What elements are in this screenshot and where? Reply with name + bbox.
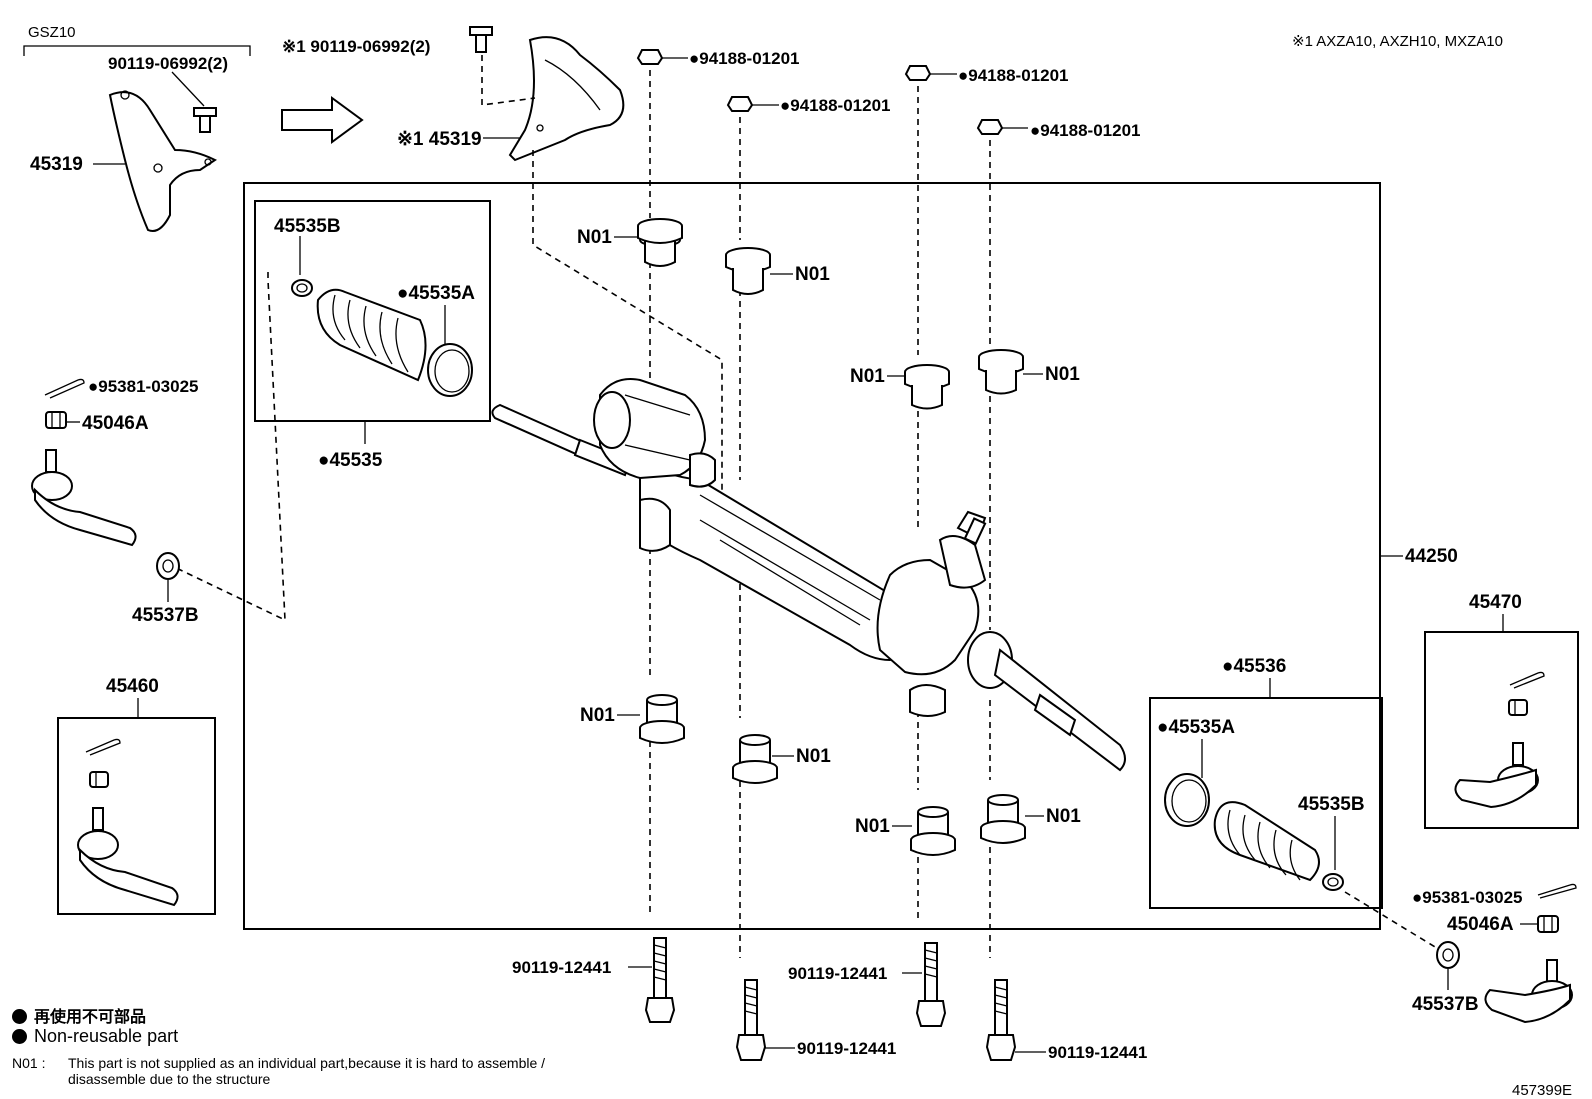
callout-nut-d: ●94188-01201 xyxy=(1030,121,1140,140)
castle-nut-icon[interactable] xyxy=(1508,699,1528,716)
callout-n01: N01 xyxy=(1045,364,1080,385)
callout-bolt-c: 90119-12441 xyxy=(788,964,887,983)
tie-rod-end-right-kit[interactable] xyxy=(1454,742,1539,809)
dust-cover-right[interactable] xyxy=(1436,941,1460,969)
callout-bolt-top-mid: ※1 90119-06992(2) xyxy=(282,37,430,56)
callout-boot-kit-right: ●45536 xyxy=(1222,656,1286,677)
tie-rod-kit-left-box xyxy=(57,717,216,915)
legend-jp: 再使用不可部品 xyxy=(12,1003,146,1027)
bushing-upper-c[interactable] xyxy=(904,364,950,410)
bushing-upper-b[interactable] xyxy=(725,247,771,295)
cotter-pin-icon[interactable] xyxy=(1509,671,1545,689)
mount-bolt-a[interactable] xyxy=(644,937,676,1023)
tie-rod-end-left-kit[interactable] xyxy=(77,807,179,907)
legend-note-key: N01 : xyxy=(12,1055,46,1071)
drawing-id: 457399E xyxy=(1512,1082,1572,1099)
arrow-right-icon xyxy=(281,96,364,144)
nut-icon[interactable] xyxy=(636,49,664,65)
cotter-pin-icon[interactable] xyxy=(44,378,85,399)
legend-note-line1: This part is not supplied as an individu… xyxy=(68,1055,546,1071)
legend-en: Non-reusable part xyxy=(12,1026,178,1047)
steering-cover-part[interactable] xyxy=(108,90,217,232)
callout-bolt-d: 90119-12441 xyxy=(1048,1043,1147,1062)
mount-bolt-c[interactable] xyxy=(915,942,947,1027)
bolt-icon[interactable] xyxy=(469,26,493,53)
boot-clamp-small-right[interactable] xyxy=(1322,873,1344,891)
callout-nut-b: ●94188-01201 xyxy=(780,96,890,115)
steering-boot-right[interactable] xyxy=(1213,801,1320,882)
tie-rod-kit-right-box xyxy=(1424,631,1579,829)
mount-bolt-d[interactable] xyxy=(985,979,1017,1061)
callout-n01: N01 xyxy=(1046,806,1081,827)
callout-tie-rod-kit-right: 45470 xyxy=(1469,592,1522,613)
cotter-pin-icon[interactable] xyxy=(85,738,121,756)
bushing-upper-a[interactable] xyxy=(637,218,683,267)
callout-nut-c: ●94188-01201 xyxy=(958,66,1068,85)
callout-boot-kit-left: ●45535 xyxy=(318,450,383,471)
steering-rack-assembly[interactable] xyxy=(491,378,1126,772)
bolt-icon[interactable] xyxy=(193,107,217,133)
nut-icon[interactable] xyxy=(976,119,1004,135)
bushing-lower-a[interactable] xyxy=(639,694,685,744)
callout-tie-rod-kit-left: 45460 xyxy=(106,676,159,697)
boot-kit-right-box xyxy=(1149,697,1383,909)
callout-cover-left: 45319 xyxy=(30,154,83,175)
legend-note: N01 : This part is not supplied as an ind… xyxy=(12,1055,545,1087)
legend-jp-text: 再使用不可部品 xyxy=(34,1009,147,1026)
callout-boot-clamp-b-left: 45535B xyxy=(274,216,341,237)
callout-boot-clamp-a-right: ●45535A xyxy=(1157,717,1235,738)
legend-en-text: Non-reusable part xyxy=(34,1026,179,1046)
boot-clamp-large-right[interactable] xyxy=(1164,773,1210,827)
cotter-pin-icon[interactable] xyxy=(1537,883,1577,899)
callout-bolt-top-left: 90119-06992(2) xyxy=(108,54,228,73)
callout-nut-left: 45046A xyxy=(82,413,149,434)
legend-note-line2: disassemble due to the structure xyxy=(68,1071,271,1087)
callout-gear-assy: 44250 xyxy=(1405,546,1458,567)
callout-cover-left-small: 45537B xyxy=(132,605,199,626)
bushing-lower-d[interactable] xyxy=(980,794,1026,844)
callout-nut-a: ●94188-01201 xyxy=(689,49,799,68)
note-reference: ※1 AXZA10, AXZH10, MXZA10 xyxy=(1292,33,1503,50)
steering-cover-part-alt[interactable] xyxy=(508,36,625,162)
gsz-bracket xyxy=(23,45,251,56)
bushing-lower-c[interactable] xyxy=(910,806,956,856)
callout-bolt-a: 90119-12441 xyxy=(512,958,611,977)
tie-rod-end-right[interactable] xyxy=(1484,959,1573,1024)
steering-boot-left[interactable] xyxy=(316,288,427,382)
callout-cover-right-small: 45537B xyxy=(1412,994,1479,1015)
filled-dot-icon xyxy=(12,1029,27,1044)
castle-nut-icon[interactable] xyxy=(89,771,109,788)
dust-cover-left[interactable] xyxy=(156,552,180,580)
callout-boot-clamp-b-right: 45535B xyxy=(1298,794,1365,815)
castle-nut-icon[interactable] xyxy=(1537,915,1559,933)
callout-n01: N01 xyxy=(855,816,890,837)
callout-n01: N01 xyxy=(850,366,885,387)
callout-cover-mid: ※1 45319 xyxy=(397,129,482,150)
callout-n01: N01 xyxy=(795,264,830,285)
callout-n01: N01 xyxy=(796,746,831,767)
castle-nut-icon[interactable] xyxy=(45,411,67,429)
callout-n01: N01 xyxy=(577,227,612,248)
callout-nut-right: 45046A xyxy=(1447,914,1514,935)
tie-rod-end-left[interactable] xyxy=(31,449,137,547)
gsz-label: GSZ10 xyxy=(28,24,76,41)
nut-icon[interactable] xyxy=(726,96,754,112)
bushing-lower-b[interactable] xyxy=(732,734,778,784)
boot-clamp-large-left[interactable] xyxy=(427,343,473,397)
boot-clamp-small-left[interactable] xyxy=(291,279,313,297)
mount-bolt-b[interactable] xyxy=(735,979,767,1061)
callout-boot-clamp-a-left: ●45535A xyxy=(397,283,475,304)
callout-pin-right: ●95381-03025 xyxy=(1412,888,1522,907)
bushing-upper-d[interactable] xyxy=(978,349,1024,395)
callout-pin-left: ●95381-03025 xyxy=(88,377,198,396)
callout-n01: N01 xyxy=(580,705,615,726)
filled-dot-icon xyxy=(12,1009,27,1024)
nut-icon[interactable] xyxy=(904,65,932,81)
boot-kit-left-box xyxy=(254,200,491,422)
callout-bolt-b: 90119-12441 xyxy=(797,1039,896,1058)
